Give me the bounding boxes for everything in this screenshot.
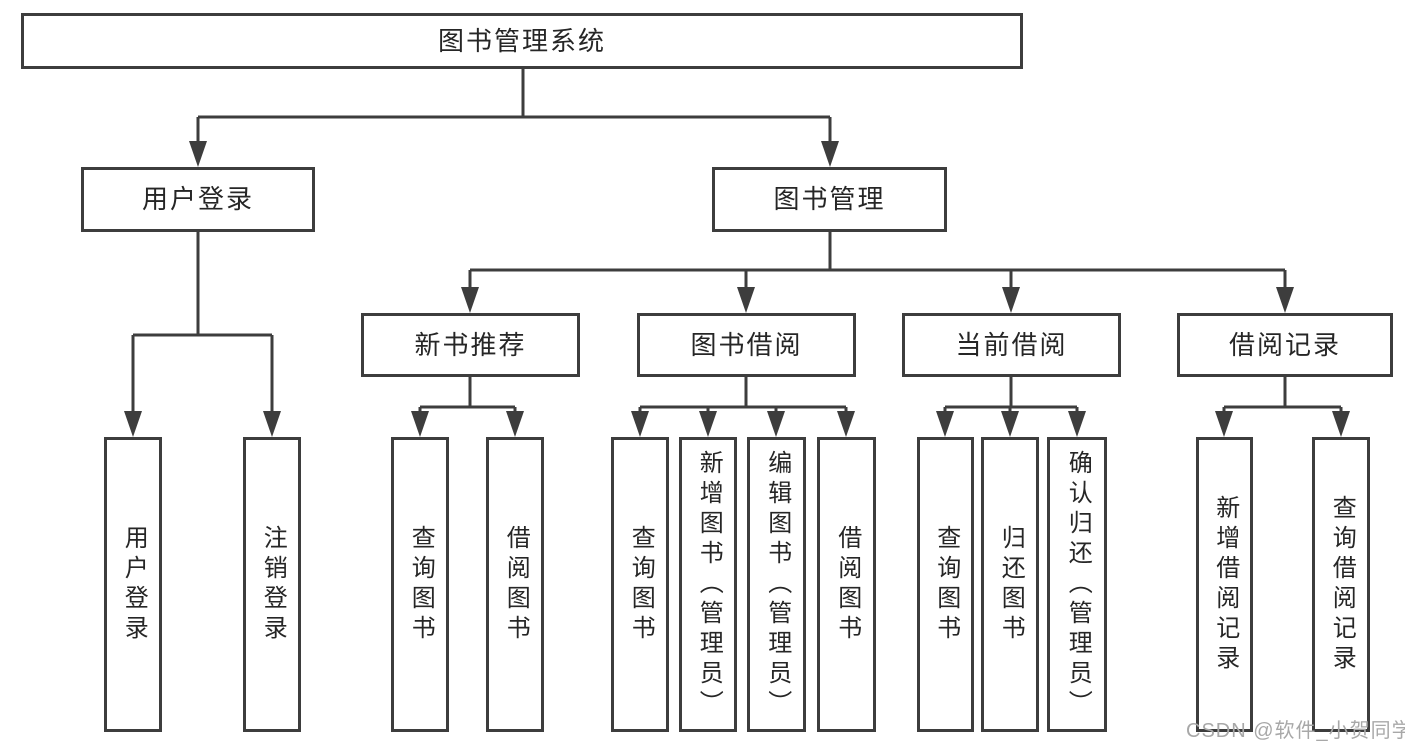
csdn-watermark: CSDN @软件_小贺同学: [1186, 720, 1405, 742]
node-book-borrowing: 图书借阅: [637, 313, 856, 377]
leaf-current-confirm-return-admin: 确认归还（管理员）: [1047, 437, 1107, 732]
node-book-management: 图书管理: [712, 167, 947, 232]
leaf-borrowing-query-books: 查询图书: [611, 437, 669, 732]
node-root-library-system: 图书管理系统: [21, 13, 1023, 69]
node-borrowing-records: 借阅记录: [1177, 313, 1393, 377]
leaf-borrowing-borrow-books: 借阅图书: [817, 437, 876, 732]
leaf-user-login: 用户登录: [104, 437, 162, 732]
leaf-current-query-books: 查询图书: [917, 437, 974, 732]
leaf-newbooks-query-books: 查询图书: [391, 437, 449, 732]
leaf-borrowing-edit-books-admin: 编辑图书（管理员）: [747, 437, 806, 732]
leaf-logout: 注销登录: [243, 437, 301, 732]
leaf-records-add-record: 新增借阅记录: [1196, 437, 1253, 732]
leaf-records-query-record: 查询借阅记录: [1312, 437, 1370, 732]
node-new-book-recommend: 新书推荐: [361, 313, 580, 377]
leaf-newbooks-borrow-books: 借阅图书: [486, 437, 544, 732]
node-user-login: 用户登录: [81, 167, 315, 232]
leaf-current-return-books: 归还图书: [981, 437, 1039, 732]
leaf-borrowing-add-books-admin: 新增图书（管理员）: [679, 437, 737, 732]
node-current-borrowing: 当前借阅: [902, 313, 1121, 377]
